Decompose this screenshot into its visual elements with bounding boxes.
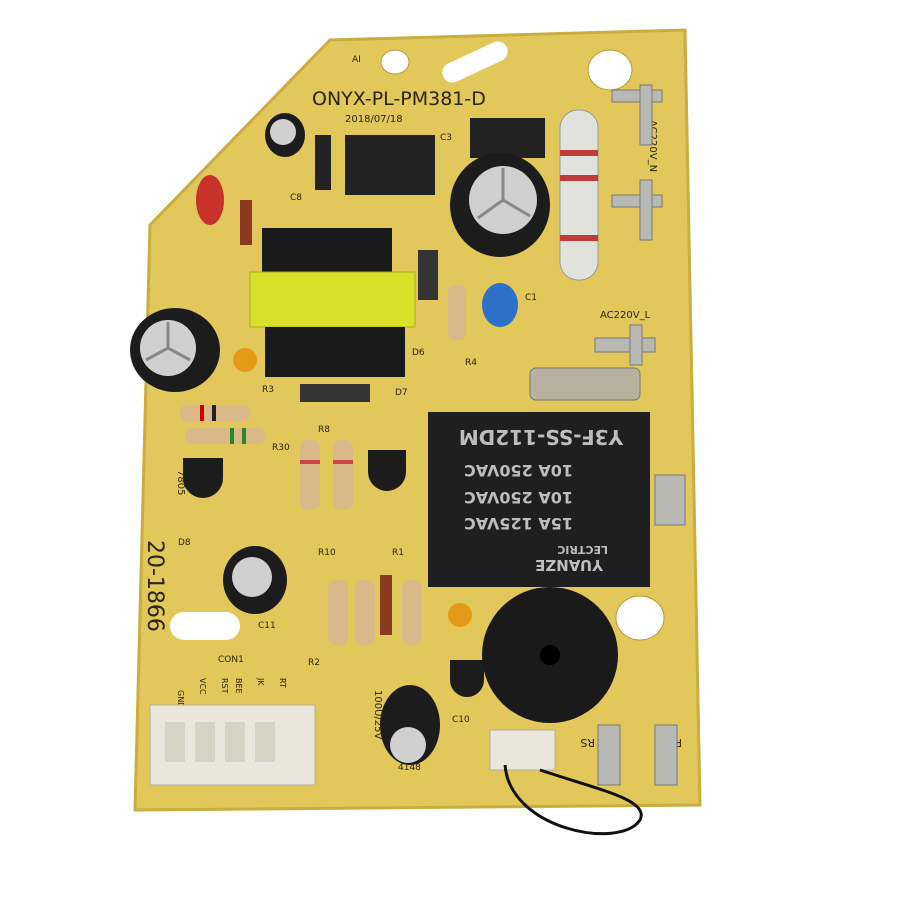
capacitor xyxy=(265,113,305,157)
side-code: 20-1866 xyxy=(142,540,167,632)
relay-rating: 15A 125VAC xyxy=(464,514,573,533)
connector-name: CON1 xyxy=(218,655,244,665)
ref-label: D6 xyxy=(412,348,425,358)
ref-label: D8 xyxy=(178,538,191,548)
relay-brand-sub: LECTRIC xyxy=(557,543,608,556)
mounting-slot xyxy=(170,612,240,640)
ref-label: R3 xyxy=(262,385,274,395)
ref-label: C3 xyxy=(440,133,452,143)
resistor xyxy=(333,440,353,510)
ref-label: C8 xyxy=(290,193,302,203)
ref-label: R8 xyxy=(318,425,330,435)
relay-model: Y3F-SS-112DM xyxy=(459,425,624,449)
pin-label: GND xyxy=(176,690,185,708)
relay-rating: 10A 250VAC xyxy=(464,488,573,507)
board-date: 2018/07/18 xyxy=(345,114,403,125)
pin-label: BEE xyxy=(234,678,243,694)
wire xyxy=(503,764,643,836)
ceramic-capacitor xyxy=(482,283,518,327)
resistor xyxy=(328,580,348,645)
mounting-hole xyxy=(587,49,633,91)
transformer xyxy=(265,327,405,377)
pin-label: JK xyxy=(256,677,265,686)
transistor xyxy=(450,660,484,697)
resistor xyxy=(355,580,375,645)
ceramic-capacitor xyxy=(448,603,472,627)
regulator-label: 7805 xyxy=(175,470,186,495)
fuse xyxy=(529,367,641,401)
diode xyxy=(380,575,392,635)
resistor xyxy=(300,440,320,510)
power-resistor xyxy=(559,109,599,281)
resistor xyxy=(402,580,422,645)
resistor xyxy=(185,428,265,444)
ref-label: R1 xyxy=(392,548,404,558)
wire-connector xyxy=(489,729,556,771)
diode xyxy=(300,384,370,402)
resistor xyxy=(448,285,466,340)
capacitor xyxy=(223,546,287,614)
ref-label: R2 xyxy=(308,658,320,668)
transformer-core xyxy=(249,271,416,328)
capacitor xyxy=(450,153,550,257)
pin-label: VCC xyxy=(198,678,207,695)
ref-label: D7 xyxy=(395,388,408,398)
resistor xyxy=(180,405,250,421)
transistor xyxy=(368,450,406,491)
terminal-label-rs: RS xyxy=(580,736,595,749)
ref-label: C10 xyxy=(452,715,470,725)
ref-label: R30 xyxy=(272,443,290,453)
ic-chip xyxy=(345,135,435,195)
mounting-hole xyxy=(615,595,665,641)
relay xyxy=(428,412,650,587)
diode xyxy=(418,250,438,300)
diode xyxy=(315,135,331,190)
ref-label: R10 xyxy=(318,548,336,558)
mounting-slot xyxy=(442,41,508,83)
ref-label: R4 xyxy=(465,358,477,368)
capacitor xyxy=(130,308,220,392)
diode-label: 4148 xyxy=(398,763,421,773)
ceramic-capacitor xyxy=(233,348,257,372)
buzzer-hole xyxy=(540,645,560,665)
mounting-hole xyxy=(380,49,410,75)
transformer xyxy=(262,228,392,273)
ref-label: C1 xyxy=(525,293,537,303)
spade-terminal xyxy=(594,84,686,786)
ref-label: C11 xyxy=(258,621,276,631)
pin-label: RST xyxy=(220,678,229,694)
cap-label: 100U/25V xyxy=(372,690,383,740)
capacitor xyxy=(380,685,440,765)
relay-brand: YUANZE xyxy=(535,556,604,574)
pin-label: RT xyxy=(278,678,287,688)
board-model: ONYX-PL-PM381-D xyxy=(312,88,486,110)
relay-rating: 10A 250VAC xyxy=(464,461,573,480)
transistor xyxy=(183,458,223,498)
film-capacitor xyxy=(196,175,224,225)
ac-n-label: AC220V_N xyxy=(647,120,658,172)
ac-l-label: AC220V_L xyxy=(600,310,651,321)
diode xyxy=(240,200,252,245)
ref-a1: AI xyxy=(352,55,361,65)
ic-chip xyxy=(470,118,545,158)
